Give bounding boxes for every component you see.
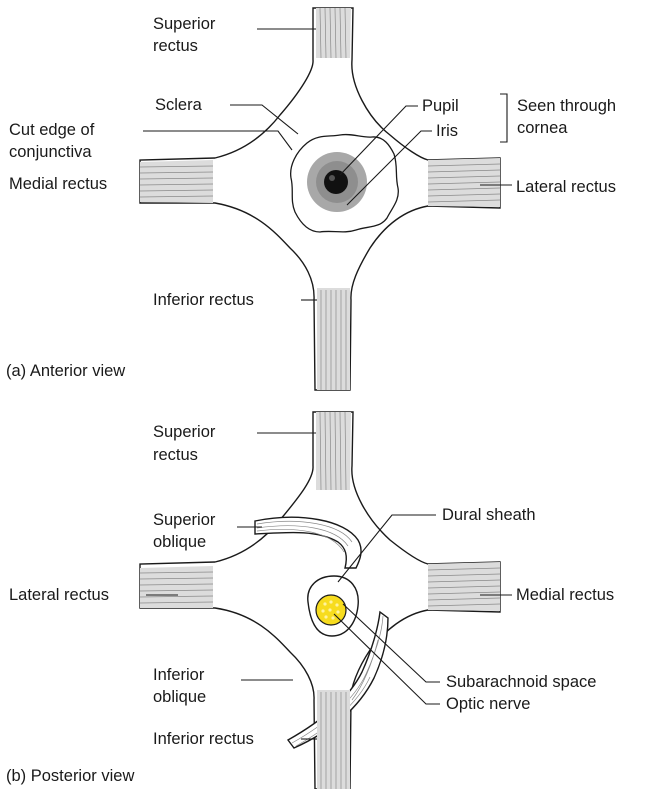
label-superior-rectus: rectus: [153, 37, 198, 55]
label-medial-rectus: Medial rectus: [9, 175, 107, 193]
bracket: [500, 94, 507, 142]
label-lateral-rectus: Lateral rectus: [9, 586, 109, 604]
label-inferior-oblique: oblique: [153, 688, 206, 706]
label-superior-rectus: Superior: [153, 423, 216, 441]
label-superior-oblique: Superior: [153, 511, 216, 529]
label-iris: Iris: [436, 122, 458, 140]
label-superior-oblique: oblique: [153, 533, 206, 551]
label-cut-edge: conjunctiva: [9, 143, 92, 161]
label-cut-edge: Cut edge of: [9, 121, 95, 139]
posterior-inferior-rectus: [317, 690, 350, 789]
label-lateral-rectus: Lateral rectus: [516, 178, 616, 196]
label-seen-through: Seen through: [517, 97, 616, 115]
anterior-inferior-rectus: [317, 288, 350, 390]
label-inferior-oblique: Inferior: [153, 666, 205, 684]
caption-posterior: (b) Posterior view: [6, 767, 134, 785]
label-pupil: Pupil: [422, 97, 459, 115]
label-inferior-rectus: Inferior rectus: [153, 730, 254, 748]
posterior-superior-rectus: [316, 412, 351, 490]
anterior-superior-rectus: [316, 8, 351, 58]
label-dural-sheath: Dural sheath: [442, 506, 536, 524]
posterior-lateral-rectus: [140, 566, 213, 608]
label-superior-rectus: Superior: [153, 15, 216, 33]
label-seen-through: cornea: [517, 119, 568, 137]
anterior-lateral-rectus: [428, 158, 500, 207]
label-subarachnoid-space: Subarachnoid space: [446, 673, 596, 691]
label-superior-rectus: rectus: [153, 446, 198, 464]
anterior-view: Superior rectus Sclera Cut edge of conju…: [6, 8, 616, 390]
label-sclera: Sclera: [155, 96, 203, 114]
posterior-medial-rectus: [428, 562, 500, 611]
posterior-view: Superior rectus Superior oblique Dural s…: [6, 412, 614, 789]
label-medial-rectus: Medial rectus: [516, 586, 614, 604]
anterior-medial-rectus: [140, 160, 213, 203]
label-optic-nerve: Optic nerve: [446, 695, 530, 713]
caption-anterior: (a) Anterior view: [6, 362, 125, 380]
pupil: [324, 170, 348, 194]
label-inferior-rectus: Inferior rectus: [153, 291, 254, 309]
